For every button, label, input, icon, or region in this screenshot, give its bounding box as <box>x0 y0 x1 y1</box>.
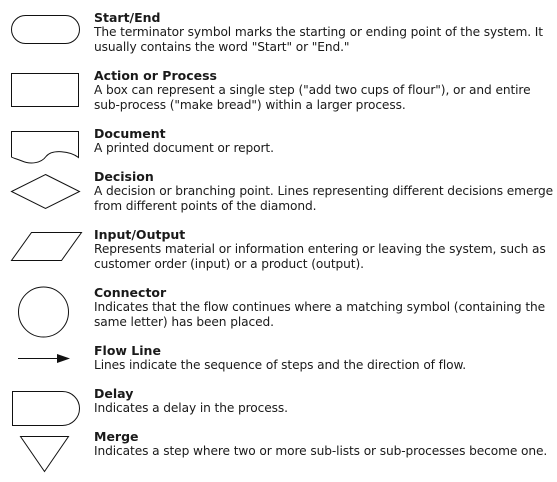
document-icon <box>11 131 79 164</box>
symbol-description: Indicates a step where two or more sub-l… <box>94 444 548 458</box>
symbol-description: A box can represent a single step ("add … <box>94 83 531 112</box>
symbol-description: A printed document or report. <box>94 141 274 155</box>
symbol-description: Lines indicate the sequence of steps and… <box>94 358 466 372</box>
symbol-description: Represents material or information enter… <box>94 242 546 271</box>
terminator-icon <box>11 15 80 44</box>
symbol-title: Decision <box>94 169 154 184</box>
symbol-description: Indicates a delay in the process. <box>94 401 288 415</box>
symbol-title: Flow Line <box>94 343 161 358</box>
symbol-title: Merge <box>94 429 139 444</box>
delay-icon <box>12 391 80 426</box>
symbol-title: Connector <box>94 285 167 300</box>
decision-diamond-icon <box>10 173 81 210</box>
symbol-title: Document <box>94 126 166 141</box>
symbol-title: Input/Output <box>94 227 186 242</box>
flow-line-arrow-icon <box>18 354 70 363</box>
symbol-title: Start/End <box>94 10 161 25</box>
connector-circle-icon <box>18 286 69 338</box>
symbol-description: Indicates that the flow continues where … <box>94 300 546 329</box>
input-output-parallelogram-icon <box>10 232 83 261</box>
symbol-title: Delay <box>94 386 134 401</box>
merge-triangle-icon <box>19 436 70 473</box>
symbol-description: The terminator symbol marks the starting… <box>94 25 543 54</box>
process-box-icon <box>11 73 79 107</box>
symbol-description: A decision or branching point. Lines rep… <box>94 184 554 213</box>
symbol-title: Action or Process <box>94 68 217 83</box>
